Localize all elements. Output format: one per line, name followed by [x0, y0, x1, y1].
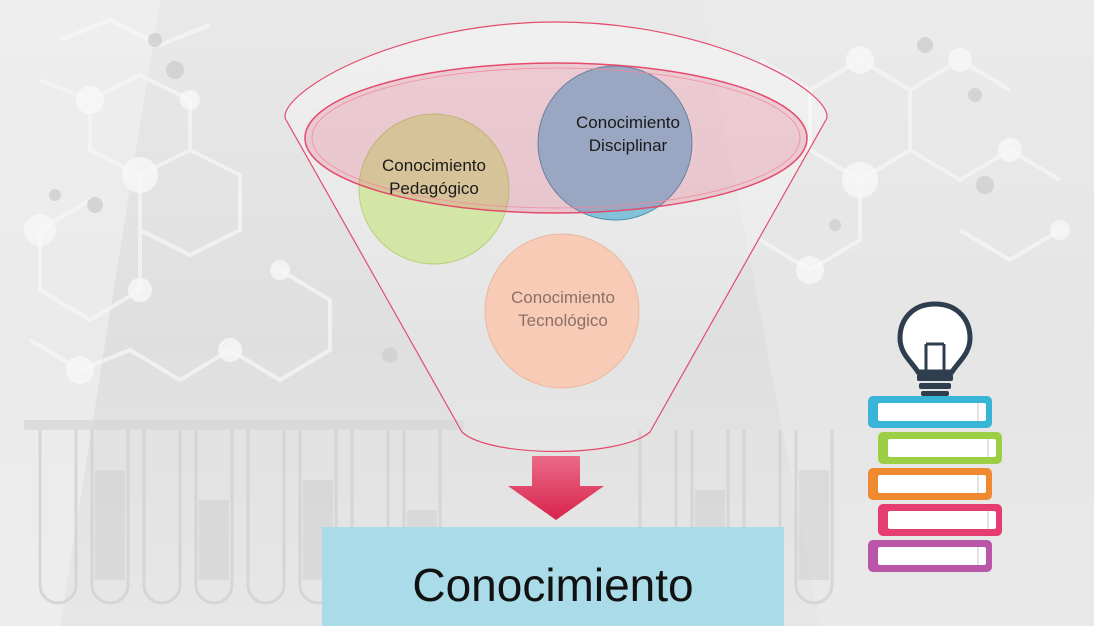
down-arrow: [508, 456, 604, 520]
book-1: [868, 396, 992, 428]
book-2: [878, 432, 1002, 464]
label-pedagogico: Conocimiento Pedagógico: [382, 156, 486, 198]
book-4: [878, 504, 1002, 536]
result-box: Conocimiento: [322, 527, 784, 626]
lightbulb-icon: [897, 301, 973, 396]
label-disciplinar: Conocimiento Disciplinar: [576, 113, 680, 155]
book-5: [868, 540, 992, 572]
circle-disciplinar: [537, 65, 693, 221]
molecule-dark-nodes: [49, 33, 994, 363]
result-label: Conocimiento: [412, 558, 694, 611]
funnel-rim: [304, 62, 808, 214]
circle-pedagogico: [358, 113, 510, 265]
books-stack-icon: [868, 396, 1002, 572]
circle-tecnologico: [484, 233, 640, 389]
funnel-rim-inner: [311, 67, 801, 209]
book-3: [868, 468, 992, 500]
molecule-nodes: [24, 46, 1070, 384]
label-tecnologico: Conocimiento Tecnológico: [511, 288, 615, 330]
books-lightbulb-illustration: [868, 301, 1002, 572]
